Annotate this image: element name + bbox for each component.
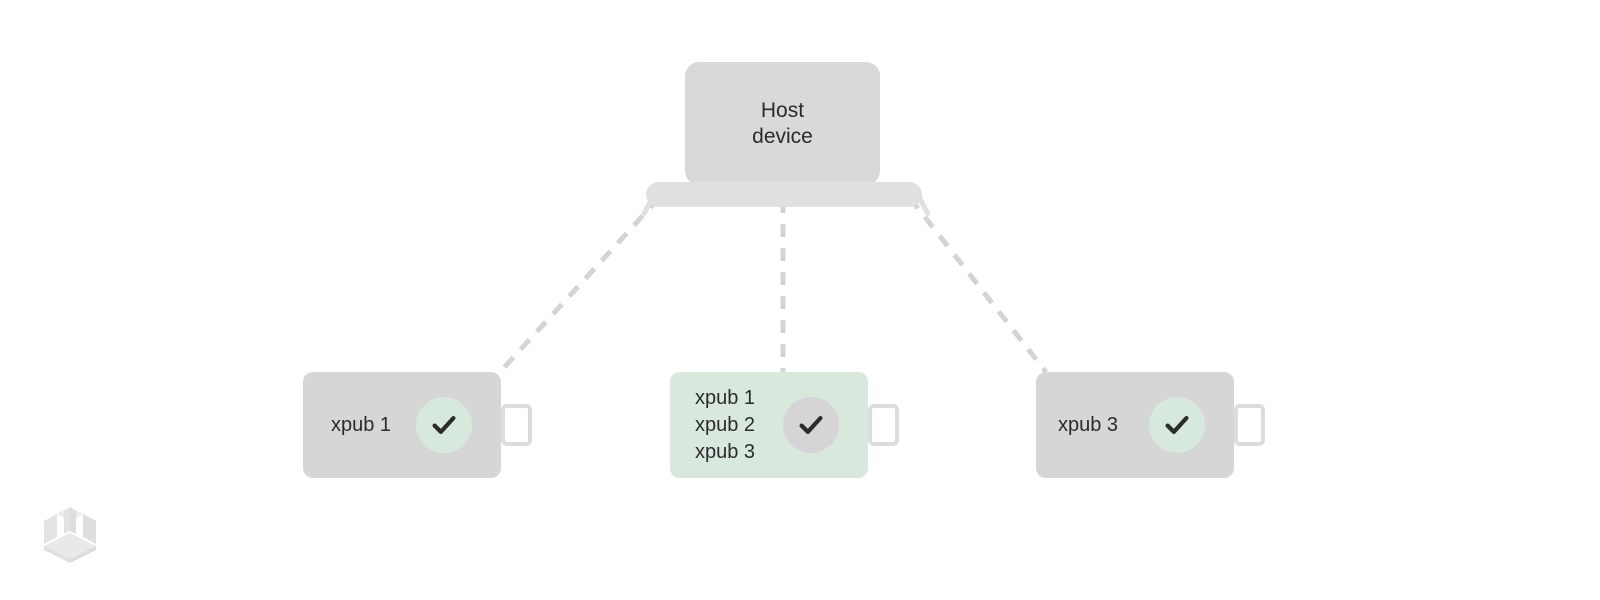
- cube-logo: [44, 507, 96, 563]
- connector-host-to-device-1: [498, 196, 661, 374]
- device-card-1[interactable]: xpub 1: [303, 372, 501, 478]
- host-device-label: Host device: [752, 98, 813, 148]
- host-device-base: [646, 182, 922, 207]
- device-card-1-connector-stub: [501, 404, 532, 446]
- device-card-2[interactable]: xpub 1 xpub 2 xpub 3: [670, 372, 868, 478]
- check-icon: [799, 416, 823, 434]
- device-card-1-label: xpub 1: [331, 413, 392, 436]
- connector-host-to-device-3: [908, 196, 1048, 374]
- device-card-2-connector-stub: [868, 404, 899, 446]
- device-card-2-label: xpub 1 xpub 2 xpub 3: [695, 386, 756, 463]
- check-icon: [432, 416, 456, 434]
- device-card-3[interactable]: xpub 3: [1036, 372, 1234, 478]
- device-card-3-status-badge: [1149, 397, 1205, 453]
- device-card-2-status-badge: [783, 397, 839, 453]
- check-icon: [1165, 416, 1189, 434]
- device-card-1-status-badge: [416, 397, 472, 453]
- host-device-screen: Host device: [685, 62, 880, 185]
- device-card-3-connector-stub: [1234, 404, 1265, 446]
- device-card-3-label: xpub 3: [1058, 413, 1119, 436]
